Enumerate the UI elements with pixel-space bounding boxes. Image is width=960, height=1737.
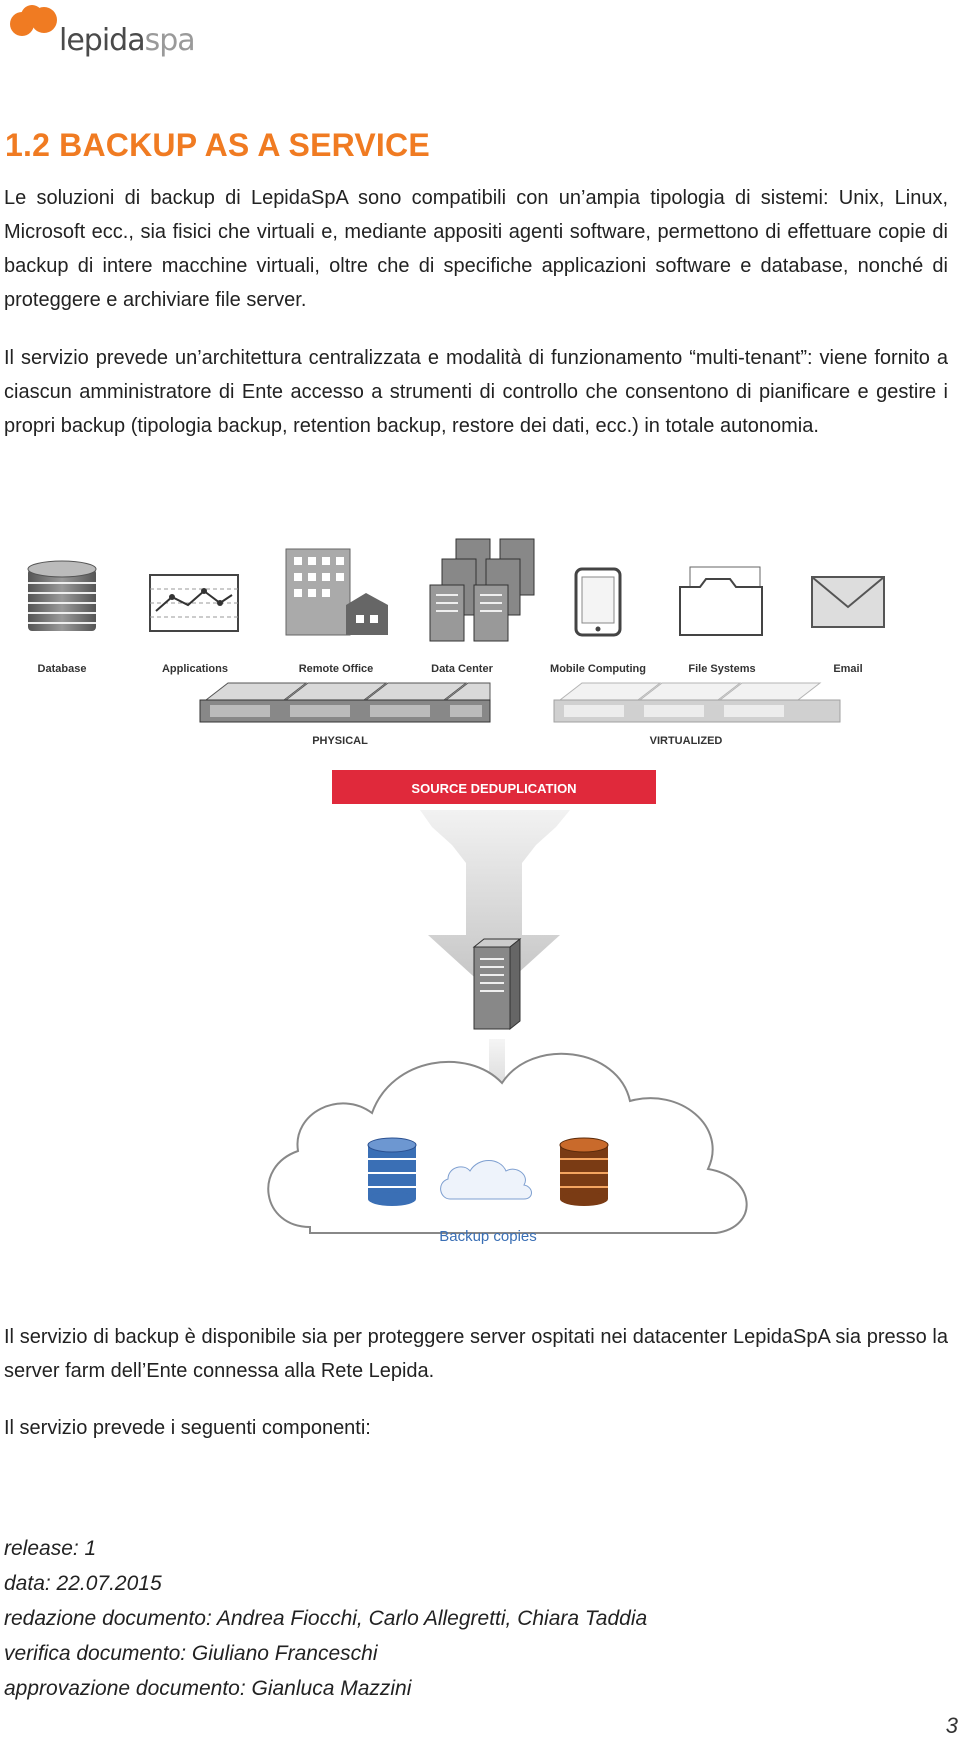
section-heading: 1.2 BACKUP AS A SERVICE (5, 127, 430, 163)
file-systems-icon (679, 566, 763, 636)
architecture-paragraph: Il servizio prevede un’architettura cent… (4, 347, 948, 437)
applications-icon (149, 574, 239, 632)
data-center-icon (429, 538, 535, 642)
backup-architecture-diagram: Database Applications Remote Office Data… (27, 538, 885, 1245)
meta-approvazione: approvazione documento: Gianluca Mazzini (4, 1677, 412, 1700)
down-arrow-icon (420, 810, 570, 995)
source-label-data-center: Data Center (431, 663, 493, 675)
virtualized-label: VIRTUALIZED (650, 735, 723, 747)
mobile-computing-icon (574, 567, 622, 637)
remote-office-icon (285, 548, 388, 636)
source-deduplication-label: SOURCE DEDUPLICATION (411, 781, 576, 796)
email-icon (811, 576, 885, 628)
logo-text: lepidaspa (59, 23, 196, 58)
backup-server-icon (472, 937, 522, 1031)
logo-mark-icon (10, 5, 57, 36)
source-label-mobile-computing: Mobile Computing (550, 663, 646, 675)
lepida-logo: lepidaspa (4, 4, 214, 64)
physical-label: PHYSICAL (312, 735, 368, 747)
logo-part1: lepida (59, 23, 146, 58)
source-label-remote-office: Remote Office (299, 663, 374, 675)
components-paragraph: Il servizio prevede i seguenti component… (4, 1417, 371, 1439)
availability-paragraph: Il servizio di backup è disponibile sia … (4, 1326, 948, 1382)
source-deduplication-bar (332, 770, 656, 804)
virtualized-servers-icon (553, 682, 841, 723)
source-label-email: Email (833, 663, 862, 675)
backup-database-brown-icon (559, 1137, 609, 1206)
meta-data: data: 22.07.2015 (4, 1572, 162, 1595)
source-label-applications: Applications (162, 663, 228, 675)
database-icon (27, 560, 97, 631)
meta-redazione: redazione documento: Andrea Fiocchi, Car… (4, 1607, 648, 1630)
small-cloud-icon (440, 1160, 532, 1200)
meta-verifica: verifica documento: Giuliano Franceschi (4, 1642, 378, 1665)
source-label-database: Database (38, 663, 87, 675)
logo-part2: spa (144, 23, 196, 58)
cloud-icon (267, 1052, 748, 1234)
backup-database-blue-icon (367, 1137, 417, 1206)
intro-paragraph: Le soluzioni di backup di LepidaSpA sono… (4, 187, 948, 311)
source-label-file-systems: File Systems (688, 663, 755, 675)
meta-release: release: 1 (4, 1537, 97, 1560)
page-number: 3 (945, 1713, 958, 1737)
document-metadata: release: 1 data: 22.07.2015 redazione do… (4, 1531, 647, 1706)
backup-copies-label: Backup copies (439, 1228, 537, 1245)
physical-servers-icon (199, 682, 491, 723)
